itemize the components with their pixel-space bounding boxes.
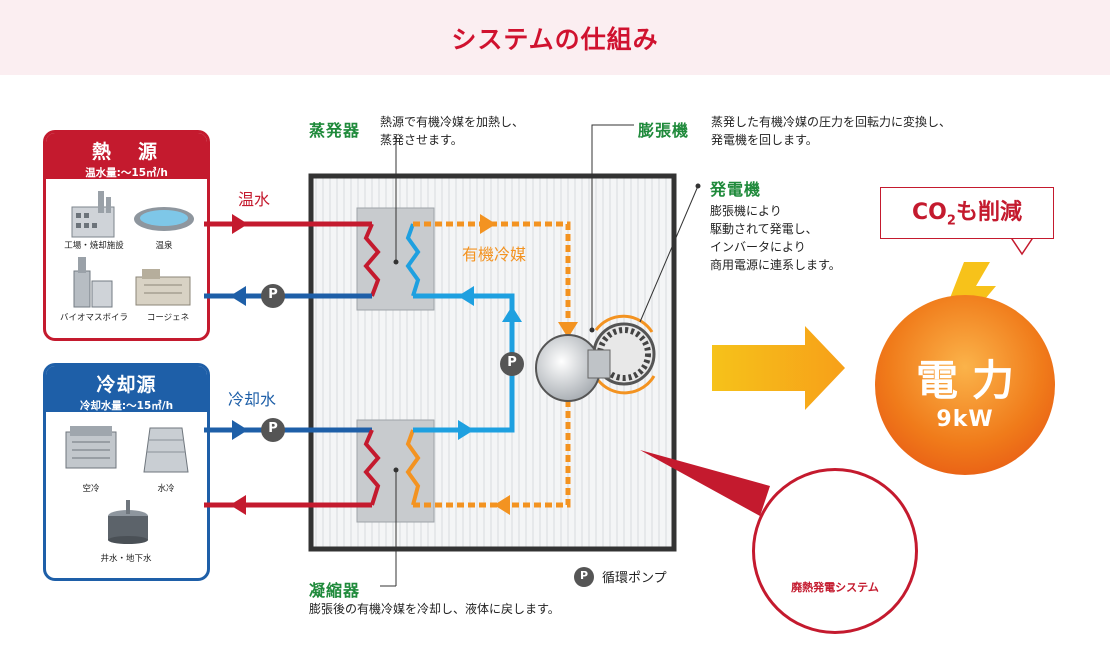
cooling-source-box: 冷却源 冷却水量:～15㎥/h 空冷 水冷 井水・地下水: [43, 363, 210, 581]
evaporator-desc: 熱源で有機冷媒を加熱し、 蒸発させます。: [380, 113, 524, 149]
pump-icon: [261, 284, 285, 308]
evaporator-desc-line: 蒸発させます。: [380, 133, 463, 147]
cooling-source-header: 冷却源 冷却水量:～15㎥/h: [46, 366, 207, 412]
cooling-water-arrow: [232, 420, 248, 440]
pump-symbol: P: [579, 569, 589, 582]
hot-water-label: 温水: [238, 190, 271, 209]
vapor-line: [413, 221, 571, 330]
generator-desc-line: 商用電源に連系します。: [710, 258, 841, 272]
heat-item-label: 温泉: [155, 241, 173, 251]
waste-heat-system-circle: 廃熱発電システム: [752, 468, 918, 634]
pump-symbol: P: [268, 287, 278, 302]
pump-icon: [574, 567, 594, 587]
condenser-desc-line: 膨張後の有機冷媒を冷却し、液体に戻します。: [309, 602, 560, 616]
cooling-source-title: 冷却源: [96, 374, 157, 396]
heat-source-subtitle: 温水量:～15㎥/h: [85, 167, 168, 179]
vapor-arrow: [480, 214, 496, 234]
co2-reduction-callout: CO2も削減: [880, 187, 1054, 239]
pump-symbol: P: [268, 421, 278, 436]
cooling-tower-icon: [143, 427, 189, 473]
well-icon: [108, 500, 148, 544]
condenser-desc: 膨張後の有機冷媒を冷却し、液体に戻します。: [309, 600, 560, 618]
co2-subscript: 2: [946, 213, 956, 229]
generator-desc-line: インバータにより: [710, 240, 806, 254]
cooling-water-label: 冷却水: [228, 390, 277, 409]
heat-source-box: 熱 源 温水量:～15㎥/h 工場・焼却施設 温泉 バイオマスボイラ コージェネ: [43, 130, 210, 341]
factory-icon: [71, 191, 115, 238]
pump-icon: [261, 418, 285, 442]
heat-item-label: バイオマスボイラ: [59, 313, 128, 323]
power-label: 電力: [915, 356, 1028, 405]
expander-label: 膨張機: [638, 121, 690, 140]
waste-heat-system-label: 廃熱発電システム: [791, 581, 879, 594]
generator-desc-line: 膨張機により: [710, 204, 782, 218]
cooling-item-label: 空冷: [82, 484, 100, 494]
cogeneration-icon: [135, 269, 191, 306]
expander-desc: 蒸発した有機冷媒の圧力を回転力に変換し、 発電機を回します。: [711, 113, 951, 149]
heat-item-label: コージェネ: [146, 313, 190, 323]
cooling-item-label: 井水・地下水: [100, 554, 152, 564]
generator-desc: 膨張機により 駆動されて発電し、 インバータにより 商用電源に連系します。: [710, 202, 841, 274]
hot-spring-icon: [134, 207, 194, 231]
pump-legend-label: 循環ポンプ: [602, 571, 667, 586]
power-value: 9kW: [936, 407, 994, 432]
heat-source-title: 熱 源: [91, 141, 161, 163]
air-cooler-icon: [65, 426, 117, 469]
pump-icon: [500, 352, 524, 376]
evaporator-desc-line: 熱源で有機冷媒を加熱し、: [380, 115, 525, 129]
co2-prefix: CO: [912, 200, 947, 225]
co2-suffix: も削減: [955, 200, 1022, 225]
generator-desc-line: 駆動されて発電し、: [710, 222, 818, 236]
power-output-circle: 電力 9kW: [875, 295, 1055, 475]
heat-source-header: 熱 源 温水量:～15㎥/h: [46, 133, 207, 179]
zoom-pointer: [640, 450, 770, 516]
cooling-item-label: 水冷: [157, 484, 175, 494]
header-band: システムの仕組み: [0, 0, 1110, 75]
cooling-out-arrow: [230, 495, 246, 515]
expander-desc-line: 発電機を回します。: [711, 133, 818, 147]
condenser-label: 凝縮器: [309, 581, 361, 600]
pump-symbol: P: [507, 355, 517, 370]
cooling-source-subtitle: 冷却水量:～15㎥/h: [79, 400, 174, 412]
return-arrow: [230, 286, 246, 306]
biomass-boiler-icon: [73, 257, 113, 308]
evaporator-label: 蒸発器: [309, 121, 361, 140]
expanded-vapor-line: [413, 400, 571, 508]
page-title: システムの仕組み: [451, 25, 659, 54]
refrigerant-label: 有機冷媒: [462, 245, 527, 264]
hot-water-arrow: [232, 214, 248, 234]
expander-desc-line: 蒸発した有機冷媒の圧力を回転力に変換し、: [711, 115, 952, 129]
generator-label: 発電機: [710, 180, 762, 199]
output-arrow: [712, 326, 845, 410]
heat-item-label: 工場・焼却施設: [64, 241, 124, 251]
